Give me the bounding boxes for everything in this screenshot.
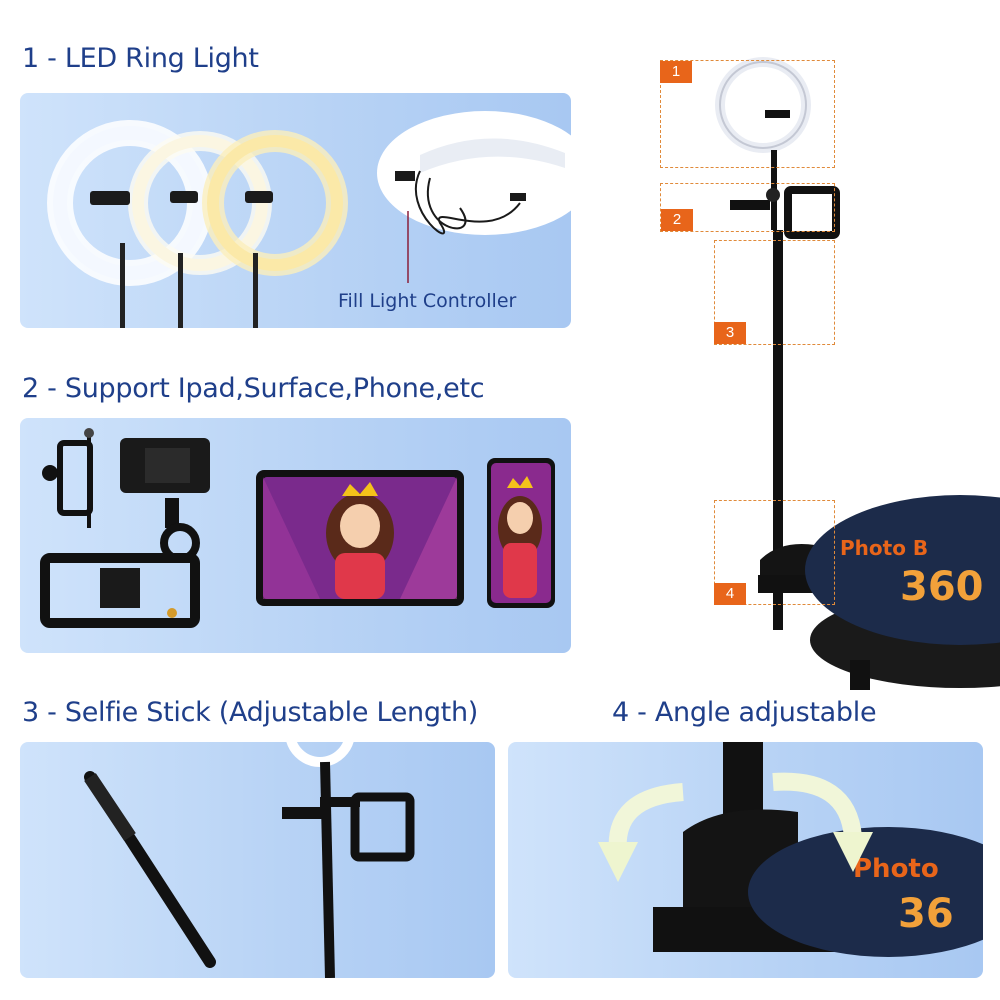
rotate-left-arrow-icon	[598, 783, 684, 882]
phone-icon	[487, 458, 555, 608]
callout-badge-2: 2	[661, 209, 693, 231]
platform-text-photo-booth: Photo B	[840, 536, 928, 560]
callout-badge-4: 4	[714, 583, 746, 605]
wide-clip-icon	[40, 553, 200, 628]
tablet-icon	[256, 470, 464, 606]
panel-selfie-stick	[20, 742, 495, 978]
stick-with-holder-icon	[282, 742, 415, 978]
platform-text-360: 36	[898, 891, 954, 937]
ring-light-top-icon	[715, 57, 811, 153]
section-title-selfie-stick: 3 - Selfie Stick (Adjustable Length)	[22, 697, 479, 728]
rotating-platform-icon: Photo 36	[748, 827, 983, 957]
panel-ring-light: Fill Light Controller	[20, 93, 571, 328]
ring-warm-icon	[202, 130, 348, 276]
fill-light-controller-icon	[377, 111, 571, 235]
platform-text-photo: Photo	[853, 854, 939, 884]
device-holders-illustration	[40, 428, 555, 628]
product-stand-illustration: Photo B 360	[715, 57, 1000, 690]
ring-cool-icon	[47, 120, 213, 286]
phone-clip-icon	[42, 440, 93, 516]
fill-light-controller-label: Fill Light Controller	[338, 290, 517, 312]
callout-badge-1: 1	[660, 61, 692, 83]
section-title-ring-light: 1 - LED Ring Light	[22, 43, 259, 74]
callout-box-holder	[660, 183, 835, 232]
tablet-clamp-icon	[120, 438, 210, 563]
rotate-right-arrow-icon	[772, 772, 873, 872]
callout-badge-3: 3	[714, 322, 746, 344]
callout-box-ring	[660, 60, 835, 168]
ring-light-illustration	[47, 111, 571, 328]
panel-angle: Photo 36	[508, 742, 983, 978]
platform-icon: Photo B 360	[805, 495, 1000, 690]
callout-box-stick	[714, 240, 835, 345]
selfie-stick-illustration	[84, 742, 415, 978]
panel-support	[20, 418, 571, 653]
selfie-stick-icon	[84, 771, 216, 968]
section-title-support: 2 - Support Ipad,Surface,Phone,etc	[22, 373, 485, 404]
platform-text-360-top: 360	[900, 564, 984, 610]
device-holder-icon	[730, 186, 840, 239]
angle-illustration: Photo 36	[598, 742, 983, 957]
section-title-angle: 4 - Angle adjustable	[612, 697, 877, 728]
callout-box-angle	[714, 500, 835, 605]
